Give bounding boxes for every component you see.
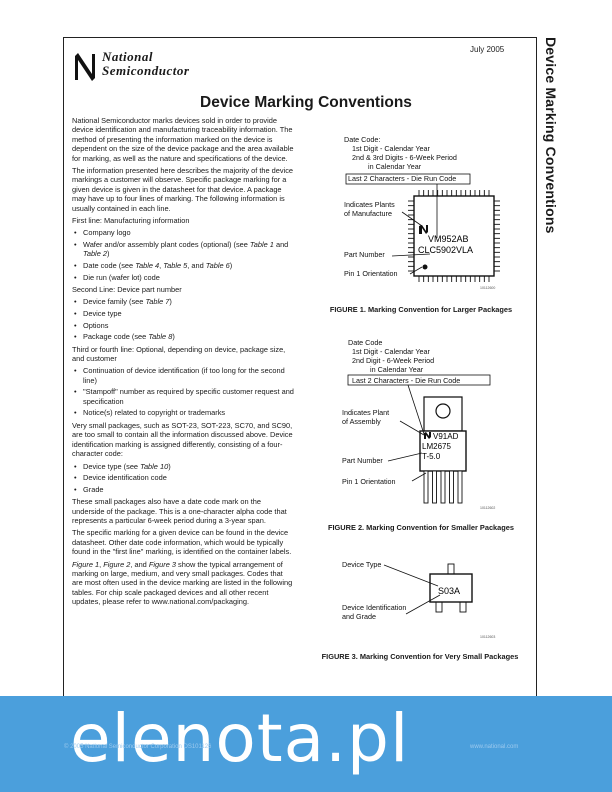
figure-2-diagram: Date Code 1st Digit - Calendar Year 2nd …: [342, 338, 495, 510]
figure-link[interactable]: Figure 2: [103, 559, 131, 569]
fig3-code: 10112603: [480, 635, 495, 639]
fig2-label: Pin 1 Orientation: [342, 477, 396, 486]
side-title: Device Marking Conventions: [543, 37, 559, 234]
list-item: Company logo: [74, 228, 294, 238]
fig1-label: Part Number: [344, 250, 385, 259]
watermark-banner: [0, 696, 612, 792]
figure-2-caption: FIGURE 2. Marking Convention for Smaller…: [327, 523, 515, 532]
national-logo-icon: [75, 53, 95, 81]
info-paragraph: The information presented here describes…: [72, 166, 294, 213]
figure-3-caption: FIGURE 3. Marking Convention for Very Sm…: [321, 652, 519, 661]
fig2-chip-line2: LM2675: [422, 442, 451, 451]
qfp-package: VM952AB CLC5902VLA: [408, 190, 500, 282]
fig1-code: 10112600: [480, 286, 495, 290]
table-link[interactable]: Table 10: [140, 461, 169, 471]
fig2-label: Last 2 Characters - Die Run Code: [352, 376, 460, 385]
list-item: Die run (wafer lot) code: [74, 273, 294, 283]
figure-1-caption: FIGURE 1. Marking Convention for Larger …: [329, 305, 513, 314]
fig2-chip-line1: V91AD: [433, 432, 459, 441]
list-item: Notice(s) related to copyright or tradem…: [74, 408, 294, 418]
list-item: Package code (see Table 8): [74, 332, 294, 342]
fig3-label: and Grade: [342, 612, 376, 621]
fig1-label: 2nd & 3rd Digits - 6-Week Period: [352, 153, 457, 162]
footer-right: www.national.com: [470, 744, 519, 750]
list-item: Options: [74, 321, 294, 331]
fig2-label: Part Number: [342, 456, 383, 465]
first-line-heading: First line: Manufacturing information: [72, 216, 190, 226]
fig1-label: 1st Digit - Calendar Year: [352, 144, 431, 153]
list-item: "Stampoff" number as required by specifi…: [74, 387, 294, 406]
third-line-list: Continuation of device identification (i…: [72, 366, 294, 418]
list-item: Device type: [74, 309, 294, 319]
sot23-package: S03A: [429, 563, 473, 613]
publication-date: July 2005: [470, 45, 505, 54]
fig2-chip-line3: T-5.0: [422, 452, 441, 461]
fig1-label: Pin 1 Orientation: [344, 269, 398, 278]
logo-line2: Semiconductor: [102, 63, 190, 78]
list-item: Device family (see Table 7): [74, 297, 294, 307]
to220-lead: [457, 470, 463, 504]
fig2-label: 2nd Digit - 6-Week Period: [352, 356, 434, 365]
to220-package: V91AD LM2675 T-5.0: [419, 396, 467, 504]
small-package-paragraph: Very small packages, such as SOT-23, SOT…: [72, 420, 293, 459]
fig1-chip-line1: VM952AB: [428, 234, 469, 244]
list-item: Device identification code: [74, 473, 294, 483]
list-item: Date code (see Table 4, Table 5, and Tab…: [74, 261, 294, 271]
fig1-label: in Calendar Year: [368, 162, 422, 171]
logo-line1: National: [102, 49, 153, 64]
mounting-hole-icon: [435, 403, 451, 419]
table-link[interactable]: Table 4: [135, 261, 160, 271]
logo-mark-icon: [424, 432, 431, 439]
table-link[interactable]: Table 2: [83, 249, 107, 259]
watermark-text: elenota.pl: [70, 700, 410, 777]
figure-link[interactable]: Figure 1: [72, 559, 100, 569]
fig1-chip-line2: CLC5902VLA: [418, 245, 473, 255]
fig1-label: Last 2 Characters - Die Run Code: [348, 174, 456, 183]
table-link[interactable]: Table 5: [163, 261, 188, 271]
figures-paragraph: Figure 1, Figure 2, and Figure 3 show th…: [72, 559, 293, 607]
fig2-label: Indicates Plant: [342, 408, 389, 417]
second-line-heading: Second Line: Device part number: [72, 285, 182, 295]
to220-lead: [432, 470, 437, 504]
fig3-label: Device Identification: [342, 603, 406, 612]
first-line-list: Company logo Wafer and/or assembly plant…: [72, 228, 294, 282]
footer-left: © 2005 National Semiconductor Corporatio…: [64, 744, 212, 750]
table-link[interactable]: Table 8: [148, 332, 173, 342]
to220-lead: [423, 470, 429, 504]
table-link[interactable]: Table 1: [249, 240, 274, 250]
page-title: Device Marking Conventions: [200, 94, 412, 111]
fig2-label: Date Code: [348, 338, 382, 347]
national-logo: National Semiconductor: [72, 48, 212, 88]
table-link[interactable]: Table 6: [205, 261, 230, 271]
intro-paragraph: National Semiconductor marks devices sol…: [72, 116, 294, 163]
to220-lead: [440, 470, 446, 504]
list-item: Wafer and/or assembly plant codes (optio…: [74, 240, 294, 259]
fig1-label: Indicates Plants: [344, 200, 395, 209]
body-text: National Semiconductor marks devices sol…: [72, 116, 294, 610]
fig3-chip: S03A: [438, 586, 460, 596]
fig2-code: 10112602: [480, 506, 495, 510]
list-item: Continuation of device identification (i…: [74, 366, 294, 385]
table-link[interactable]: Table 7: [145, 297, 170, 307]
fig3-label: Device Type: [342, 560, 381, 569]
figure-link[interactable]: Figure 3: [148, 559, 176, 569]
list-item: Grade: [74, 485, 294, 495]
date-code-paragraph: These small packages also have a date co…: [72, 497, 287, 525]
third-line-heading: Third or fourth line: Optional, dependin…: [72, 344, 286, 364]
fig2-label: 1st Digit - Calendar Year: [352, 347, 431, 356]
to220-lead: [449, 470, 454, 504]
specific-marking-paragraph: The specific marking for a given device …: [72, 528, 292, 557]
fig2-label: in Calendar Year: [370, 365, 424, 374]
pin1-dot-icon: [422, 264, 428, 270]
figure-3-diagram: Device Type Device Identification and Gr…: [342, 560, 495, 639]
small-package-list: Device type (see Table 10) Device identi…: [72, 462, 294, 495]
logo-mark-icon: [419, 225, 428, 234]
figure-1-diagram: Date Code: 1st Digit - Calendar Year 2nd…: [344, 135, 500, 290]
fig1-label: Date Code:: [344, 135, 380, 144]
second-line-list: Device family (see Table 7) Device type …: [72, 297, 294, 342]
fig1-label: of Manufacture: [344, 209, 392, 218]
fig2-label: of Assembly: [342, 417, 381, 426]
list-item: Device type (see Table 10): [74, 461, 294, 472]
